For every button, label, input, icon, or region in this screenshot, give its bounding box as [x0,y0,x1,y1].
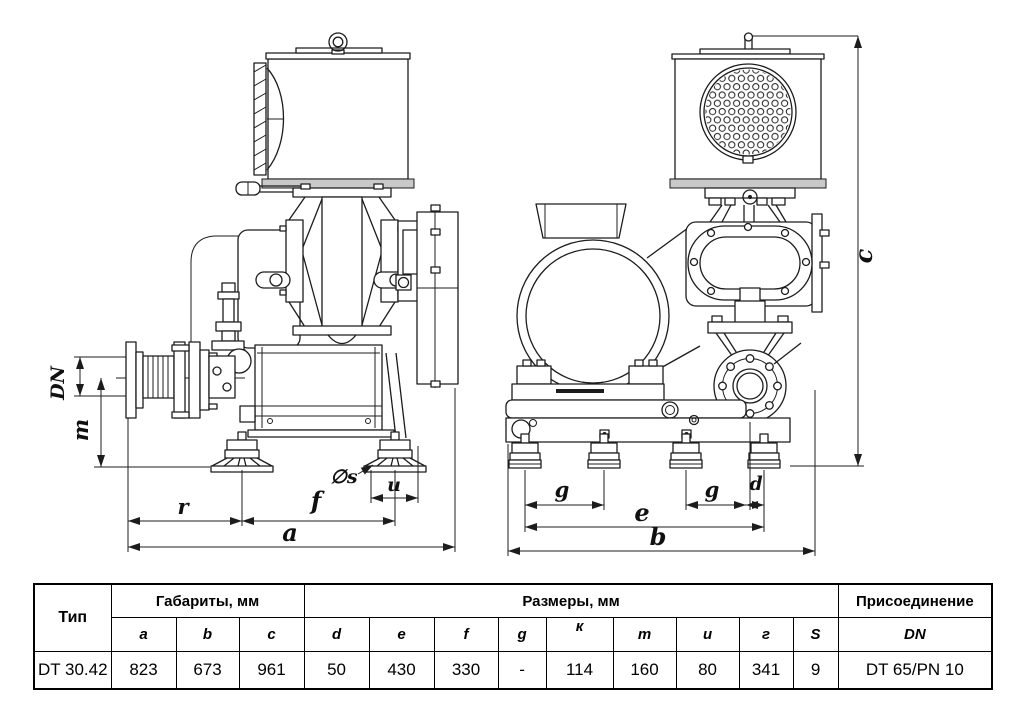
left-view-dimensions: DN m r f u ∅s a [47,356,456,552]
col-header-i: и [675,617,740,652]
cell-b: 673 [175,651,240,690]
safety-valve [211,282,252,374]
col-header-e: e [368,617,435,652]
cell-g: - [497,651,547,690]
foot-front-3 [669,433,703,469]
dim-label-g-right: g [705,477,720,502]
filter-mount [704,187,796,223]
feet-front [508,433,781,469]
dim-label-u: u [387,474,401,496]
eye-stem [331,49,345,55]
dim-label-m: m [68,419,93,441]
suction-flange [125,341,137,419]
col-header-t: т [612,617,677,652]
dim-label-c: c [849,248,878,263]
cell-f: 330 [433,651,499,690]
base-frame [505,359,791,443]
filter-grille-plate [253,62,285,176]
cell-k: 114 [545,651,614,690]
dim-label-f: f [309,486,325,515]
cell-g2: 341 [738,651,794,690]
dim-label-dn: DN [47,365,69,400]
table-sub-header-row: a b c d e f g к т и г S DN [34,617,993,652]
col-header-s: S [792,617,839,652]
inlet-outline [190,235,240,346]
table-group-header-row: Тип Габариты, мм Размеры, мм Присоединен… [33,583,993,652]
cell-t: 160 [612,651,677,690]
handle [235,181,302,196]
col-header-b: b [175,617,240,652]
dim-label-g-left: g [555,477,570,502]
col-header-d: d [303,617,370,652]
col-header-c: c [238,617,305,652]
cell-a: 823 [110,651,177,690]
col-header-a: a [110,617,177,652]
technical-drawing: DN m r f u ∅s a [47,32,878,556]
air-filter-front [669,32,827,189]
left-view: DN m r f u ∅s a [47,32,459,552]
cell-e: 430 [368,651,435,690]
foot-left-2 [363,431,427,473]
cell-d: 50 [303,651,370,690]
dim-label-e: e [634,498,649,527]
col-header-dn: DN [837,617,993,652]
col-header-f: f [433,617,499,652]
col-header-k: к [545,617,614,652]
motor-shroud [535,203,627,239]
foot-front-2 [587,433,621,469]
receiver-tank [239,344,395,438]
foot-front-1 [508,433,542,469]
spec-table: Тип Габариты, мм Размеры, мм Присоединен… [33,583,994,690]
group-header-detail: Размеры, мм [303,583,839,618]
cell-s: 9 [792,651,839,690]
col-header-g2: г [738,617,794,652]
dim-label-s: ∅s [330,466,358,488]
cell-dn: DT 65/PN 10 [837,651,993,690]
lifting-eye-icon [328,32,348,52]
group-header-overall: Габариты, мм [110,583,305,618]
dim-label-r: r [177,494,190,519]
air-filter-side [253,32,415,189]
dim-label-d: d [749,473,762,495]
dim-label-a: a [282,518,298,547]
cell-c: 961 [238,651,305,690]
group-header-connection: Присоединение [837,583,993,618]
foot-left-1 [210,431,274,473]
foot-front-4 [747,433,781,469]
right-view-dimensions: c g g d e b [507,35,878,556]
suction-bellows [116,341,248,419]
cell-type: DT 30.42 [33,651,112,690]
right-view: c g g d e b [505,32,878,556]
dim-label-b: b [650,522,667,551]
cell-i: 80 [675,651,740,690]
col-header-g: g [497,617,547,652]
table-data-row: DT 30.42 823 673 961 50 430 330 - 114 16… [33,651,993,690]
coupling-guard [416,204,459,388]
col-header-type: Тип [33,583,112,652]
filter-base-band-front [669,178,827,189]
